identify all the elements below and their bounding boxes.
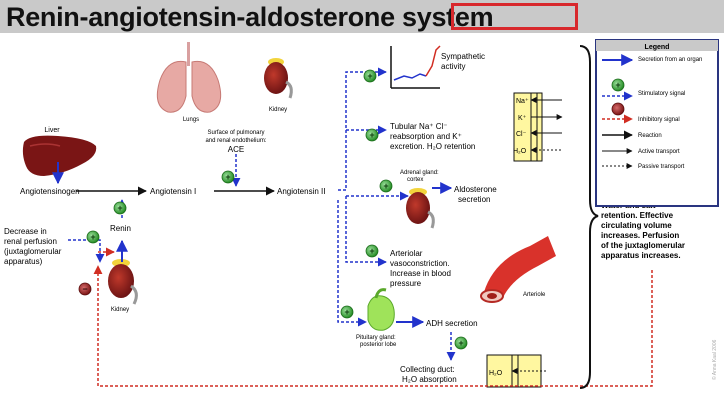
- h2o-box: H₂O: [486, 354, 546, 388]
- outcome-brace: [579, 45, 599, 389]
- collecting-line-1: Collecting duct:: [400, 365, 455, 374]
- svg-text:+: +: [225, 172, 230, 182]
- stimulatory-sign: +: [86, 230, 100, 244]
- decrease-line-2: renal perfusion: [4, 237, 57, 246]
- kidney-top-organ: [264, 58, 293, 99]
- ion-h2o: H₂O: [513, 148, 527, 155]
- outcome-line-6: apparatus increases.: [601, 251, 681, 260]
- legend-stimulatory-sign: [611, 78, 625, 92]
- arteriolar-line-4: pressure: [390, 279, 422, 288]
- ion-cl: Cl⁻: [516, 131, 527, 138]
- ion-na: Na⁺: [516, 98, 529, 105]
- arteriolar-line-3: Increase in blood: [390, 269, 451, 278]
- stimulatory-sign: +: [454, 336, 468, 350]
- title-main: Renin-angiotensin-aldosterone: [6, 2, 395, 32]
- adrenal-organ: [406, 188, 435, 229]
- legend: Legend Secretion from an organ + Stimula…: [595, 39, 719, 207]
- ion-k: K⁺: [518, 115, 527, 122]
- kidney-bottom-organ: [108, 259, 138, 305]
- liver-label: Liver: [44, 127, 60, 134]
- outcome-line-3: circulating volume: [601, 221, 672, 230]
- inhibitory-sign: −: [78, 282, 92, 296]
- aldosterone-line-1: Aldosterone: [454, 185, 497, 194]
- decrease-line-1: Decrease in: [4, 227, 47, 236]
- svg-text:+: +: [369, 130, 374, 140]
- legend-reaction-label: Reaction: [638, 133, 662, 139]
- decrease-line-4: apparatus): [4, 257, 43, 266]
- lungs-label: Lungs: [183, 117, 199, 123]
- stimulatory-sign: +: [379, 179, 393, 193]
- arteriole-organ: [480, 236, 556, 303]
- adh-label: ADH secretion: [426, 319, 478, 328]
- svg-text:−: −: [82, 284, 87, 294]
- arteriolar-line-2: vasoconstriction.: [390, 259, 450, 268]
- outcome-line-2: retention. Effective: [601, 211, 674, 220]
- ace-surface-1: Surface of pulmonary: [207, 130, 264, 136]
- inhibitory-feedback-arrow: [93, 265, 653, 387]
- page-title: Renin-angiotensin-aldosterone system: [6, 2, 494, 33]
- legend-inhibitory-sign: [611, 102, 625, 116]
- legend-secretion-label: Secretion from an organ: [638, 57, 702, 63]
- adrenal-label-2: cortex: [407, 177, 423, 183]
- svg-text:+: +: [117, 203, 122, 213]
- stimulatory-sign: +: [365, 244, 379, 258]
- ace-label: ACE: [228, 145, 244, 154]
- ace-surface-2: and renal endothelium:: [205, 138, 266, 144]
- title-bar: [0, 0, 724, 33]
- lungs-organ: [156, 42, 222, 113]
- arteriole-label: Arteriole: [523, 292, 546, 298]
- pituitary-label-2: posterior lobe: [360, 342, 397, 348]
- legend-title: Legend: [645, 44, 670, 51]
- svg-text:+: +: [90, 232, 95, 242]
- kidney-bottom-label: Kidney: [111, 307, 129, 313]
- kidney-top-label: Kidney: [269, 107, 287, 113]
- legend-stimulatory-label: Stimulatory signal: [638, 91, 685, 97]
- pituitary-organ: [367, 288, 395, 331]
- svg-text:+: +: [458, 338, 463, 348]
- outcome-line-5: of the juxtaglomerular: [601, 241, 685, 250]
- legend-plus-glyph: +: [615, 80, 620, 90]
- outcome-line-4: increases. Perfusion: [601, 231, 679, 240]
- stimulatory-sign: +: [340, 305, 354, 319]
- liver-organ: [22, 135, 97, 176]
- legend-passive-label: Passive transport: [638, 164, 685, 170]
- angiotensin-1-label: Angiotensin I: [150, 187, 196, 196]
- collecting-line-2: H₂O absorption: [402, 375, 457, 384]
- stimulatory-sign: +: [363, 69, 377, 83]
- sympathetic-line-2: activity: [441, 62, 465, 71]
- outcome-text: Water and salt retention. Effective circ…: [601, 201, 685, 260]
- angiotensinogen-label: Angiotensinogen: [20, 187, 80, 196]
- tubular-line-3: excretion. H₂O retention: [390, 142, 475, 151]
- ion-box: Na⁺ K⁺ Cl⁻ H₂O: [513, 92, 563, 162]
- tubular-line-1: Tubular Na⁺ Cl⁻: [390, 122, 448, 131]
- stimulatory-sign: +: [221, 170, 235, 184]
- arteriolar-line-1: Arteriolar: [390, 249, 423, 258]
- renin-label: Renin: [110, 224, 131, 233]
- sympathetic-line-1: Sympathetic: [441, 52, 485, 61]
- legend-active-label: Active transport: [638, 149, 680, 155]
- title-highlight-box: [451, 3, 578, 30]
- stimulatory-sign: +: [365, 128, 379, 142]
- credit-text: © Anna Kaal 2006: [711, 339, 718, 380]
- svg-text:+: +: [367, 71, 372, 81]
- legend-inhibitory-label: Inhibitory signal: [638, 117, 680, 123]
- svg-text:+: +: [369, 246, 374, 256]
- svg-text:+: +: [344, 307, 349, 317]
- stimulatory-sign: +: [113, 201, 127, 215]
- adrenal-label-1: Adrenal gland:: [400, 170, 439, 176]
- sympathetic-graph: [390, 45, 441, 89]
- h2o-box-label: H₂O: [489, 370, 503, 377]
- tubular-line-2: reabsorption and K⁺: [390, 132, 462, 141]
- decrease-line-3: (juxtaglomerular: [4, 247, 62, 256]
- svg-text:+: +: [383, 181, 388, 191]
- pituitary-label-1: Pituitary gland:: [356, 335, 396, 341]
- aldosterone-line-2: secretion: [458, 195, 490, 204]
- angiotensin-2-label: Angiotensin II: [277, 187, 325, 196]
